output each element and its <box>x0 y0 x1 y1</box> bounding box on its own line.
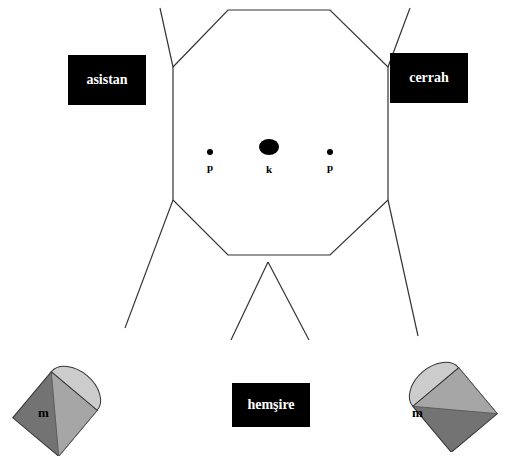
staff-box: hemşire <box>232 383 310 427</box>
patient-arm <box>160 8 173 67</box>
patient-leg <box>388 200 418 336</box>
monitor-label: m <box>38 406 49 419</box>
monitor-outline <box>2 360 108 456</box>
staff-label: asistan <box>86 72 127 88</box>
patient-body <box>173 10 388 255</box>
trocar-port-label: p <box>207 162 213 173</box>
camera-port <box>259 139 279 155</box>
patient-leg <box>268 262 309 340</box>
camera-port-label: k <box>266 164 272 175</box>
trocar-port-label: p <box>327 162 333 173</box>
staff-label: cerrah <box>409 70 449 86</box>
staff-box: cerrah <box>390 53 468 103</box>
monitor-hood <box>51 360 108 410</box>
patient-leg <box>125 200 173 328</box>
monitor-hood <box>402 356 459 406</box>
staff-box: asistan <box>68 55 146 105</box>
monitor-outline <box>402 356 508 452</box>
monitor: m <box>2 360 108 456</box>
port-dot <box>327 149 333 155</box>
patient-leg <box>231 262 268 340</box>
monitor: m <box>402 356 508 452</box>
port-dot <box>207 149 213 155</box>
staff-label: hemşire <box>247 397 294 413</box>
monitor-label: m <box>412 406 423 419</box>
